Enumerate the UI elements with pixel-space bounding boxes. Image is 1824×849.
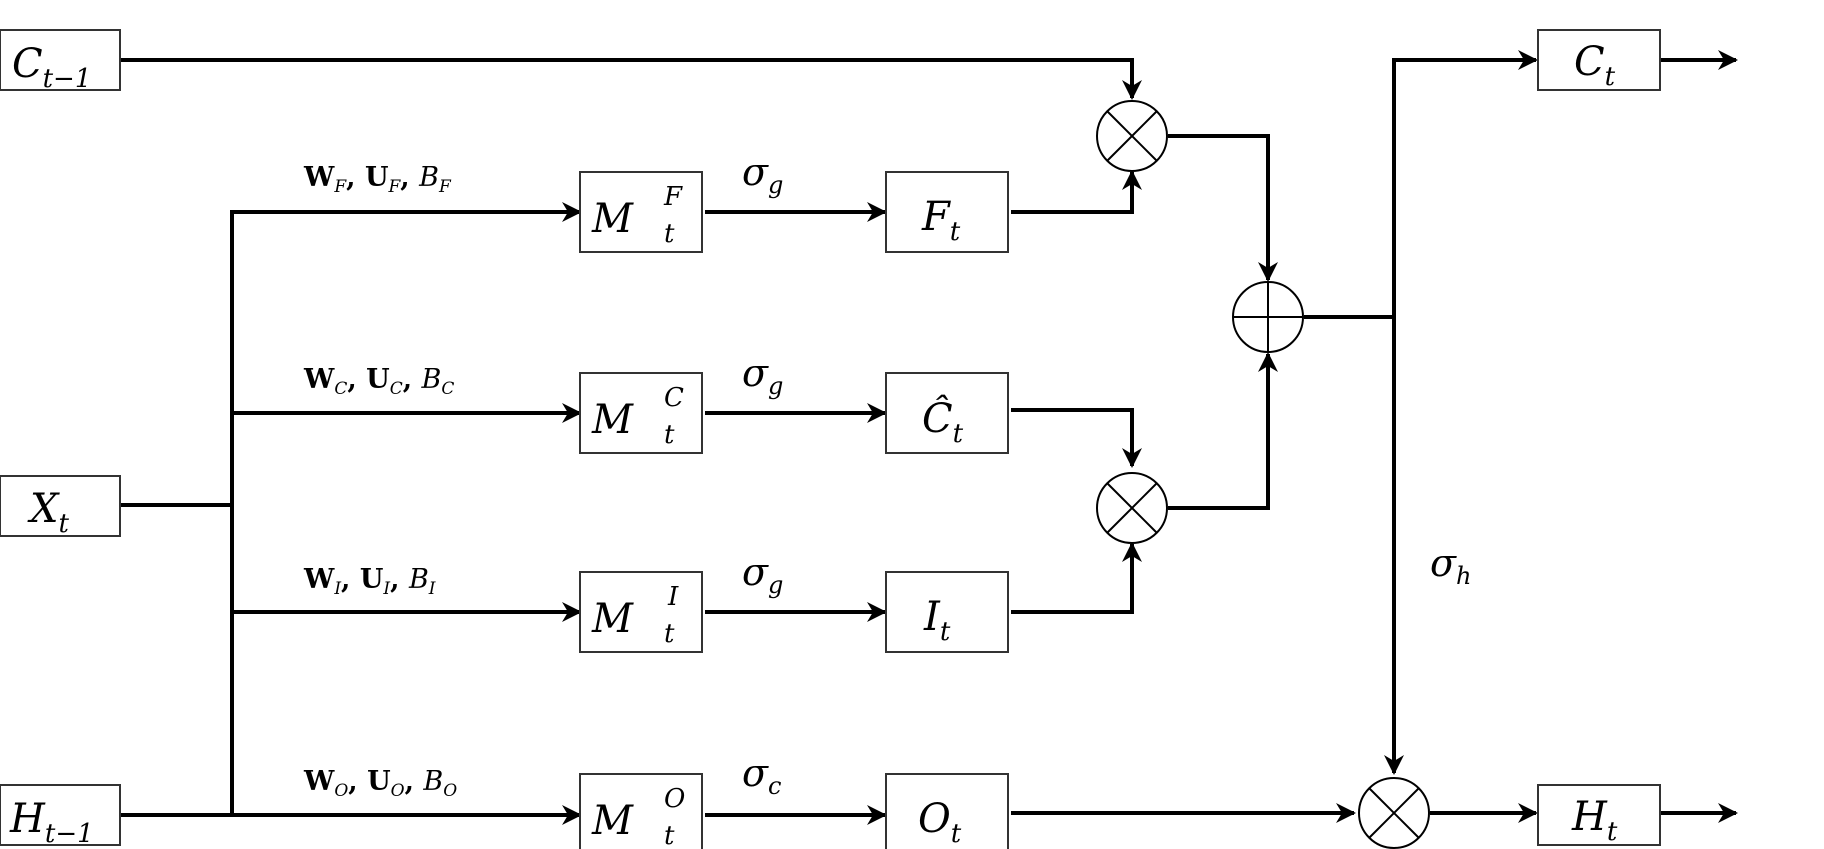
block-h-t: Ht xyxy=(1537,784,1661,847)
block-m-f-sub: t xyxy=(664,219,675,249)
wires xyxy=(120,50,1738,825)
svg-text:Xt: Xt xyxy=(27,486,69,539)
weights-label-f: WF, UF, BF xyxy=(303,162,452,197)
block-x-t-sub: t xyxy=(58,509,69,539)
block-c-t: Ct xyxy=(1537,29,1661,92)
block-h-t-main: H xyxy=(1571,794,1608,840)
block-m-i-main: M xyxy=(591,596,634,642)
wire-cprev-to-multiply xyxy=(120,58,1142,100)
block-c-prev: Ct−1 xyxy=(0,29,121,94)
svg-text:Ot: Ot xyxy=(918,796,962,849)
block-c-t-main: C xyxy=(1574,39,1605,85)
svg-text:Ct−1: Ct−1 xyxy=(12,41,91,94)
block-c-hat: Ĉt xyxy=(885,372,1009,454)
activation-i: σg xyxy=(742,550,783,599)
block-h-prev-main: H xyxy=(9,796,46,842)
svg-text:Ht: Ht xyxy=(1571,794,1618,847)
block-c-prev-sub: t−1 xyxy=(43,64,92,94)
block-x-t-main: X xyxy=(27,486,60,532)
multiply-icon xyxy=(1096,472,1168,544)
block-h-prev-sub: t−1 xyxy=(45,819,94,849)
block-f-t-main: F xyxy=(921,194,951,240)
weights-label-i: WI, UI, BI xyxy=(303,564,436,599)
wire-chat-to-multiply xyxy=(1011,408,1142,468)
block-m-i-sup: I xyxy=(667,582,679,612)
activation-o: σc xyxy=(742,751,781,800)
svg-text:M: M xyxy=(591,798,634,844)
block-i-t-main: I xyxy=(923,594,941,640)
block-c-hat-main: Ĉ xyxy=(922,395,953,442)
block-o-t: Ot xyxy=(885,773,1009,849)
block-o-t-main: O xyxy=(918,796,951,842)
block-m-f: M F t xyxy=(579,171,703,253)
block-m-c-sub: t xyxy=(664,420,675,450)
block-m-o-sub: t xyxy=(664,821,675,849)
block-c-hat-sub: t xyxy=(953,419,964,449)
svg-text:M: M xyxy=(591,196,634,242)
block-m-o-main: M xyxy=(591,798,634,844)
wire-multiply-to-add-top xyxy=(1168,134,1278,282)
block-m-c-sup: C xyxy=(664,383,684,413)
weights-label-o: WO, UO, BO xyxy=(303,766,457,801)
block-m-f-main: M xyxy=(591,196,634,242)
add-icon xyxy=(1232,281,1304,353)
svg-text:Ht−1: Ht−1 xyxy=(9,796,94,849)
block-c-prev-main: C xyxy=(12,41,43,87)
svg-text:Ft: Ft xyxy=(921,194,961,247)
wire-ft-to-multiply xyxy=(1011,170,1142,214)
block-c-t-sub: t xyxy=(1605,62,1616,92)
block-i-t: It xyxy=(885,571,1009,653)
weights-label-c: WC, UC, BC xyxy=(303,364,454,399)
block-o-t-sub: t xyxy=(951,819,962,849)
block-m-i-sub: t xyxy=(664,619,675,649)
block-m-c: M C t xyxy=(579,372,703,454)
multiply-icon xyxy=(1096,100,1168,172)
block-i-t-sub: t xyxy=(940,617,951,647)
svg-text:Ct: Ct xyxy=(1574,39,1616,92)
activation-f: σg xyxy=(742,150,783,199)
block-f-t-sub: t xyxy=(950,217,961,247)
block-m-f-sup: F xyxy=(663,182,683,212)
svg-text:M: M xyxy=(591,397,634,443)
block-x-t: Xt xyxy=(0,475,121,539)
activation-h: σh xyxy=(1430,541,1471,590)
block-m-i: M I t xyxy=(579,571,703,653)
wire-it-to-multiply xyxy=(1011,542,1142,614)
svg-text:It: It xyxy=(923,594,951,647)
activation-c: σg xyxy=(742,351,783,400)
wire-multiply-to-add-bottom xyxy=(1168,352,1278,510)
multiply-icon xyxy=(1358,777,1430,849)
svg-text:Ĉt: Ĉt xyxy=(922,395,964,449)
block-h-t-sub: t xyxy=(1607,817,1618,847)
svg-text:M: M xyxy=(591,596,634,642)
block-m-c-main: M xyxy=(591,397,634,443)
block-m-o: M O t xyxy=(579,773,703,849)
wire-bus-to-ct xyxy=(1392,50,1538,317)
block-h-prev: Ht−1 xyxy=(0,784,121,849)
block-f-t: Ft xyxy=(885,171,1009,253)
block-m-o-sup: O xyxy=(664,784,685,814)
